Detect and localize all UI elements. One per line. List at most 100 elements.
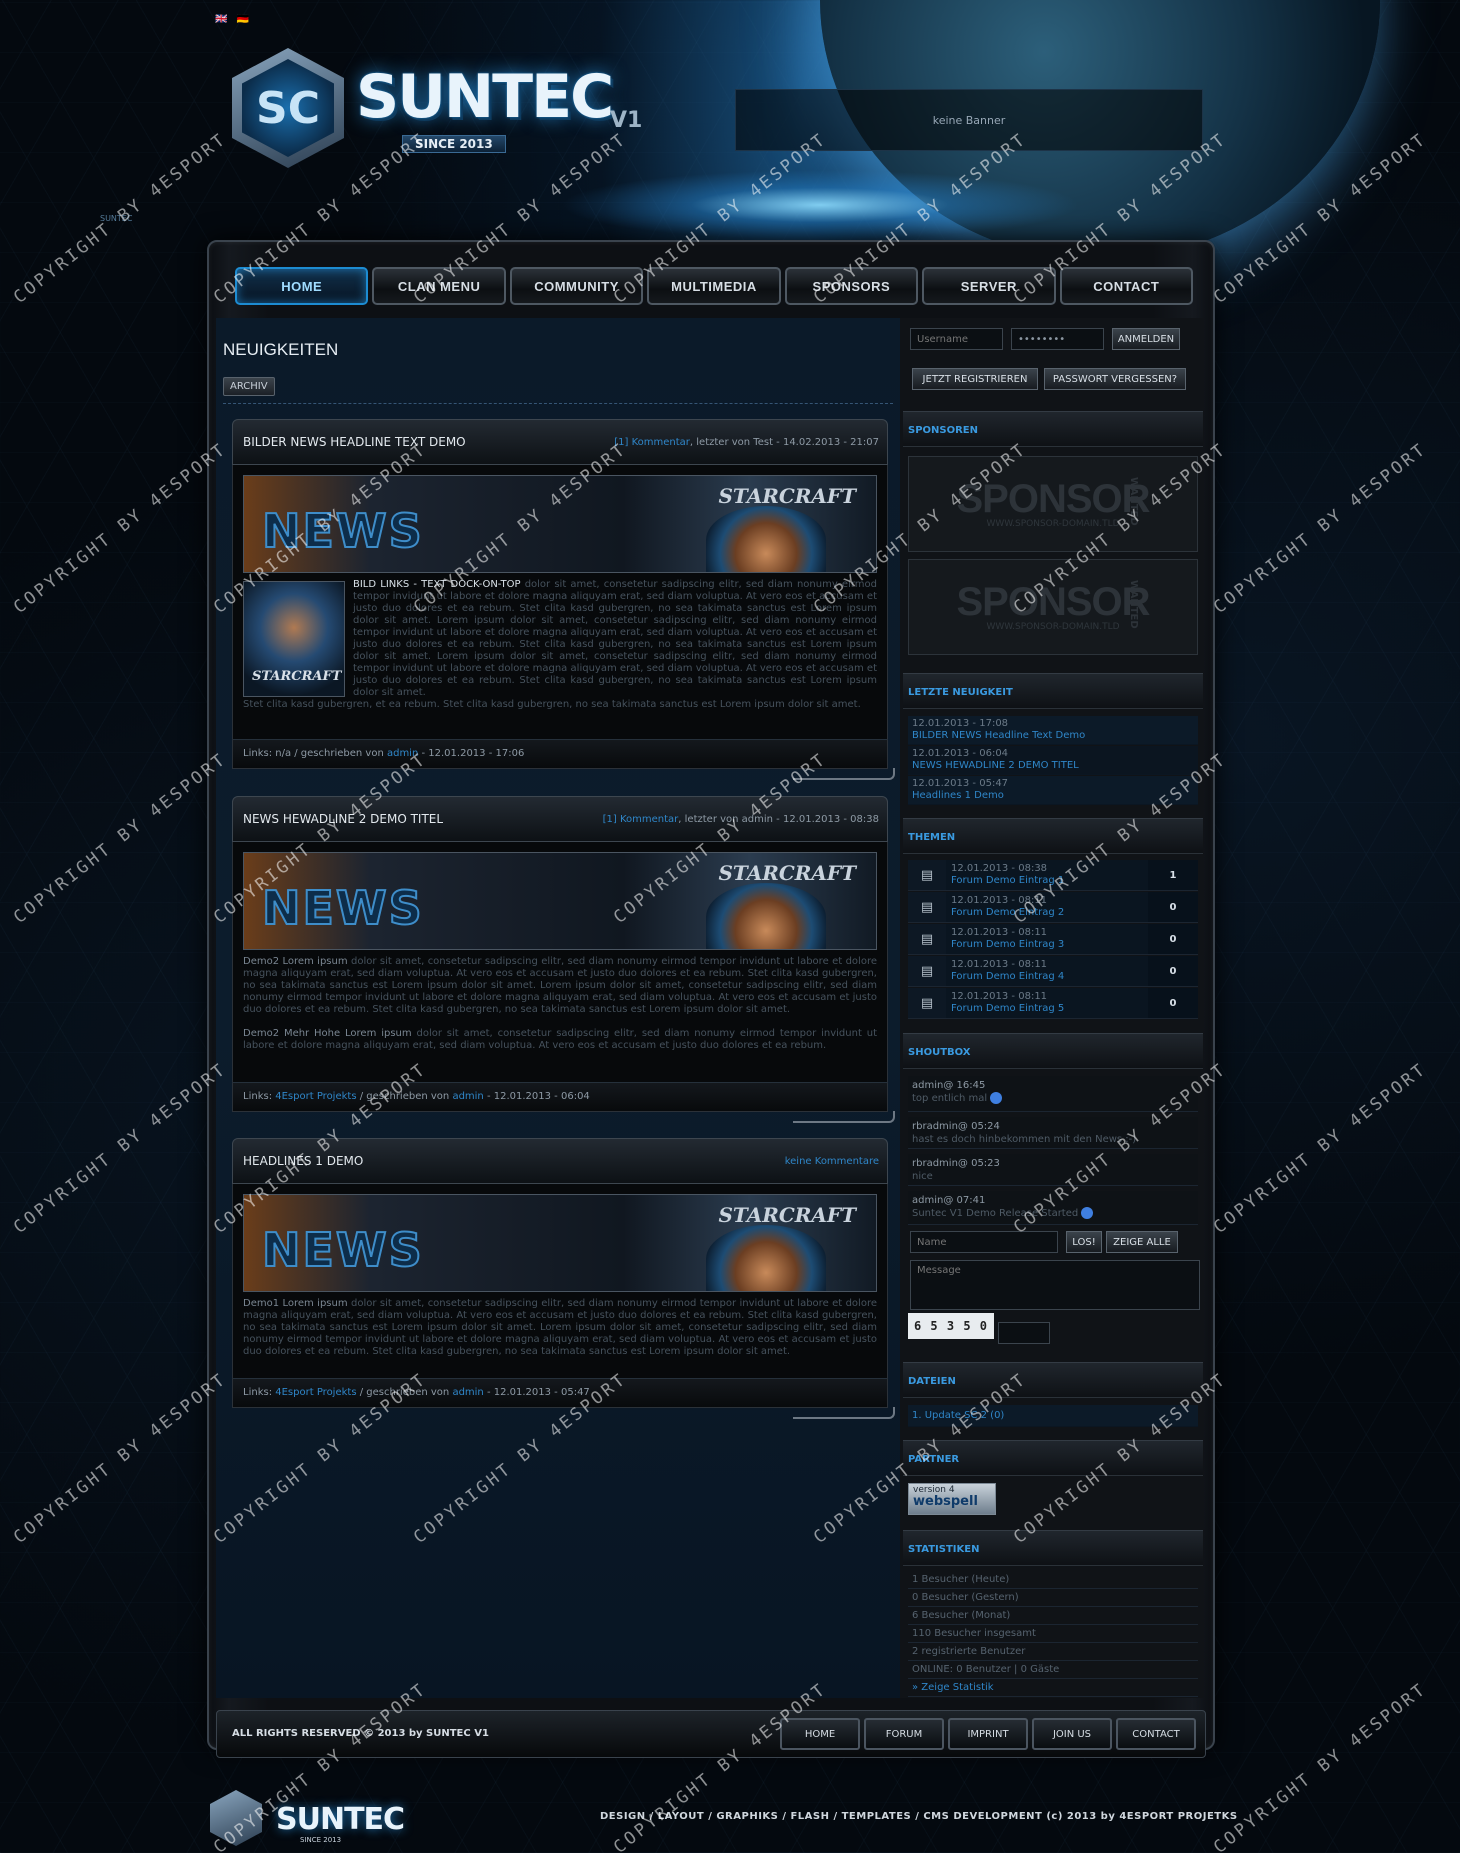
news-paragraph-2: dolor sit amet, consetetur sadipscing el… <box>243 1028 877 1051</box>
topic-title[interactable]: Forum Demo Eintrag 5 <box>951 1003 1065 1014</box>
news-title[interactable]: BILDER NEWS HEADLINE TEXT DEMO <box>243 435 466 449</box>
topic-title[interactable]: Forum Demo Eintrag 4 <box>951 971 1065 982</box>
news-item: NEWS HEWADLINE 2 DEMO TITEL [1] Kommenta… <box>232 796 895 1123</box>
news-author-link[interactable]: admin <box>452 1091 484 1102</box>
shout-text: top entlich mal <box>912 1093 988 1104</box>
latest-news-title[interactable]: Headlines 1 Demo <box>912 790 1004 801</box>
latest-news-title[interactable]: BILDER NEWS Headline Text Demo <box>912 730 1086 741</box>
footer-nav-forum[interactable]: FORUM <box>864 1718 944 1750</box>
password-input[interactable] <box>1011 328 1104 350</box>
news-body: NEWS STARCRAFT STARCRAFT BILD LINKS - TE… <box>232 465 888 739</box>
language-flags[interactable]: 🇬🇧 🇩🇪 <box>215 14 253 25</box>
register-button[interactable]: JETZT REGISTRIEREN <box>912 368 1038 390</box>
nav-sponsors[interactable]: SPONSORS <box>784 267 919 305</box>
news-text: STARCRAFT BILD LINKS - TEXT DOCK-ON-TOP … <box>243 579 877 731</box>
footer-nav-home[interactable]: HOME <box>780 1718 860 1750</box>
topic-title[interactable]: Forum Demo Eintrag 3 <box>951 939 1065 950</box>
news-meta-rest: , letzter von Test - 14.02.2013 - 21:07 <box>689 436 879 448</box>
topic-count: 1 <box>1148 860 1198 890</box>
news-body: NEWS STARCRAFT Demo1 Lorem ipsum dolor s… <box>232 1184 888 1378</box>
shout-name-input[interactable] <box>910 1231 1058 1253</box>
shout-text: nice <box>912 1171 933 1182</box>
news-comments-link[interactable]: [1] Kommentar <box>614 436 690 448</box>
shout-show-all-button[interactable]: ZEIGE ALLE <box>1106 1231 1178 1253</box>
news-item: BILDER NEWS HEADLINE TEXT DEMO [1] Komme… <box>232 419 895 780</box>
shout-text: hast es doch hinbekommen mit den News :-… <box>912 1134 1137 1145</box>
banner-word: NEWS <box>261 1222 424 1278</box>
news-paragraph: dolor sit amet, consetetur sadipscing el… <box>243 1298 877 1357</box>
news-text: Demo2 Lorem ipsum dolor sit amet, conset… <box>243 956 877 1074</box>
news-links-link[interactable]: 4Esport Projekts <box>275 1091 357 1102</box>
username-input[interactable] <box>910 328 1003 350</box>
nav-clan-menu[interactable]: CLAN MENU <box>372 267 506 305</box>
watermark: COPYRIGHT BY 4ESPORT <box>10 749 231 928</box>
logo-tag: SUNTEC <box>100 214 133 223</box>
news-links-link[interactable]: 4Esport Projekts <box>275 1387 357 1398</box>
stats-heading: STATISTIKEN <box>903 1530 1203 1566</box>
header-banner[interactable]: keine Banner <box>735 89 1203 151</box>
footer-nav-contact[interactable]: CONTACT <box>1116 1718 1196 1750</box>
banner-text: keine Banner <box>932 113 1006 127</box>
shout-message: Suntec V1 Demo Release Started <box>912 1207 1194 1220</box>
news-comments-link[interactable]: [1] Kommentar <box>602 813 679 825</box>
shout-send-button[interactable]: LOS! <box>1066 1231 1102 1253</box>
nav-multimedia[interactable]: MULTIMEDIA <box>647 267 781 305</box>
files-heading: DATEIEN <box>903 1362 1203 1398</box>
nav-contact[interactable]: CONTACT <box>1059 267 1193 305</box>
news-comments-link[interactable]: keine Kommentare <box>784 1155 879 1167</box>
latest-news-title[interactable]: NEWS HEWADLINE 2 DEMO TITEL <box>912 760 1079 771</box>
shout-message: top entlich mal <box>912 1092 1194 1105</box>
footer-nav-join-us[interactable]: JOIN US <box>1032 1718 1112 1750</box>
forgot-password-button[interactable]: PASSWORT VERGESSEN? <box>1044 368 1186 390</box>
stats-link[interactable]: » Zeige Statistik <box>908 1679 1198 1697</box>
banner-word: NEWS <box>261 503 424 559</box>
footer-nav-imprint[interactable]: IMPRINT <box>948 1718 1028 1750</box>
logo-letters: SC <box>242 59 334 157</box>
nav-server[interactable]: SERVER <box>922 267 1056 305</box>
topic-title[interactable]: Forum Demo Eintrag 2 <box>951 907 1065 918</box>
webspell-badge[interactable]: version 4 webspell <box>908 1483 996 1515</box>
login-button[interactable]: ANMELDEN <box>1112 328 1180 350</box>
topic-count: 0 <box>1148 924 1198 954</box>
captcha-input[interactable] <box>998 1322 1050 1344</box>
list-item[interactable]: 1. Update SC 2 (0) <box>908 1405 1198 1427</box>
archive-button[interactable]: ARCHIV <box>223 377 275 396</box>
topic-title[interactable]: Forum Demo Eintrag 1 <box>951 875 1065 886</box>
file-item[interactable]: 1. Update SC 2 (0) <box>912 1410 1005 1421</box>
watermark: COPYRIGHT BY 4ESPORT <box>10 1369 231 1548</box>
news-title[interactable]: NEWS HEWADLINE 2 DEMO TITEL <box>243 812 444 826</box>
topic-count: 0 <box>1148 988 1198 1018</box>
footer-nav: HOME FORUM IMPRINT JOIN US CONTACT <box>780 1718 1196 1750</box>
topic-count: 0 <box>1148 892 1198 922</box>
banner-game: STARCRAFT <box>718 484 856 508</box>
banner-game: STARCRAFT <box>718 861 856 885</box>
news-body: NEWS STARCRAFT Demo2 Lorem ipsum dolor s… <box>232 842 888 1082</box>
sponsor-slot[interactable]: SPONSOR WWW.SPONSOR-DOMAIN.TLD WANTED <box>908 559 1198 655</box>
news-title[interactable]: HEADLINES 1 DEMO <box>243 1154 364 1168</box>
shout-message-input[interactable] <box>910 1260 1200 1310</box>
stat-row: 2 registrierte Benutzer <box>908 1643 1198 1661</box>
nav-community[interactable]: COMMUNITY <box>509 267 644 305</box>
news-author-link[interactable]: admin <box>386 748 419 759</box>
news-paragraph: dolor sit amet, consetetur sadipscing el… <box>243 956 877 1015</box>
nav-home[interactable]: HOME <box>235 267 369 305</box>
news-header: HEADLINES 1 DEMO keine Kommentare <box>232 1138 888 1184</box>
news-author-link[interactable]: admin <box>452 1387 484 1398</box>
thumb-label: STARCRAFT <box>252 669 342 684</box>
news-links-label: Links: <box>243 1387 276 1398</box>
sponsor-slot[interactable]: SPONSOR WWW.SPONSOR-DOMAIN.TLD WANTED <box>908 456 1198 552</box>
smiley-icon <box>990 1092 1003 1104</box>
site-logo[interactable]: SC SUNTEC V1 SINCE 2013 <box>222 40 642 180</box>
news-meta: keine Kommentare <box>785 1156 879 1167</box>
footer-logo-hexagon <box>210 1790 262 1846</box>
